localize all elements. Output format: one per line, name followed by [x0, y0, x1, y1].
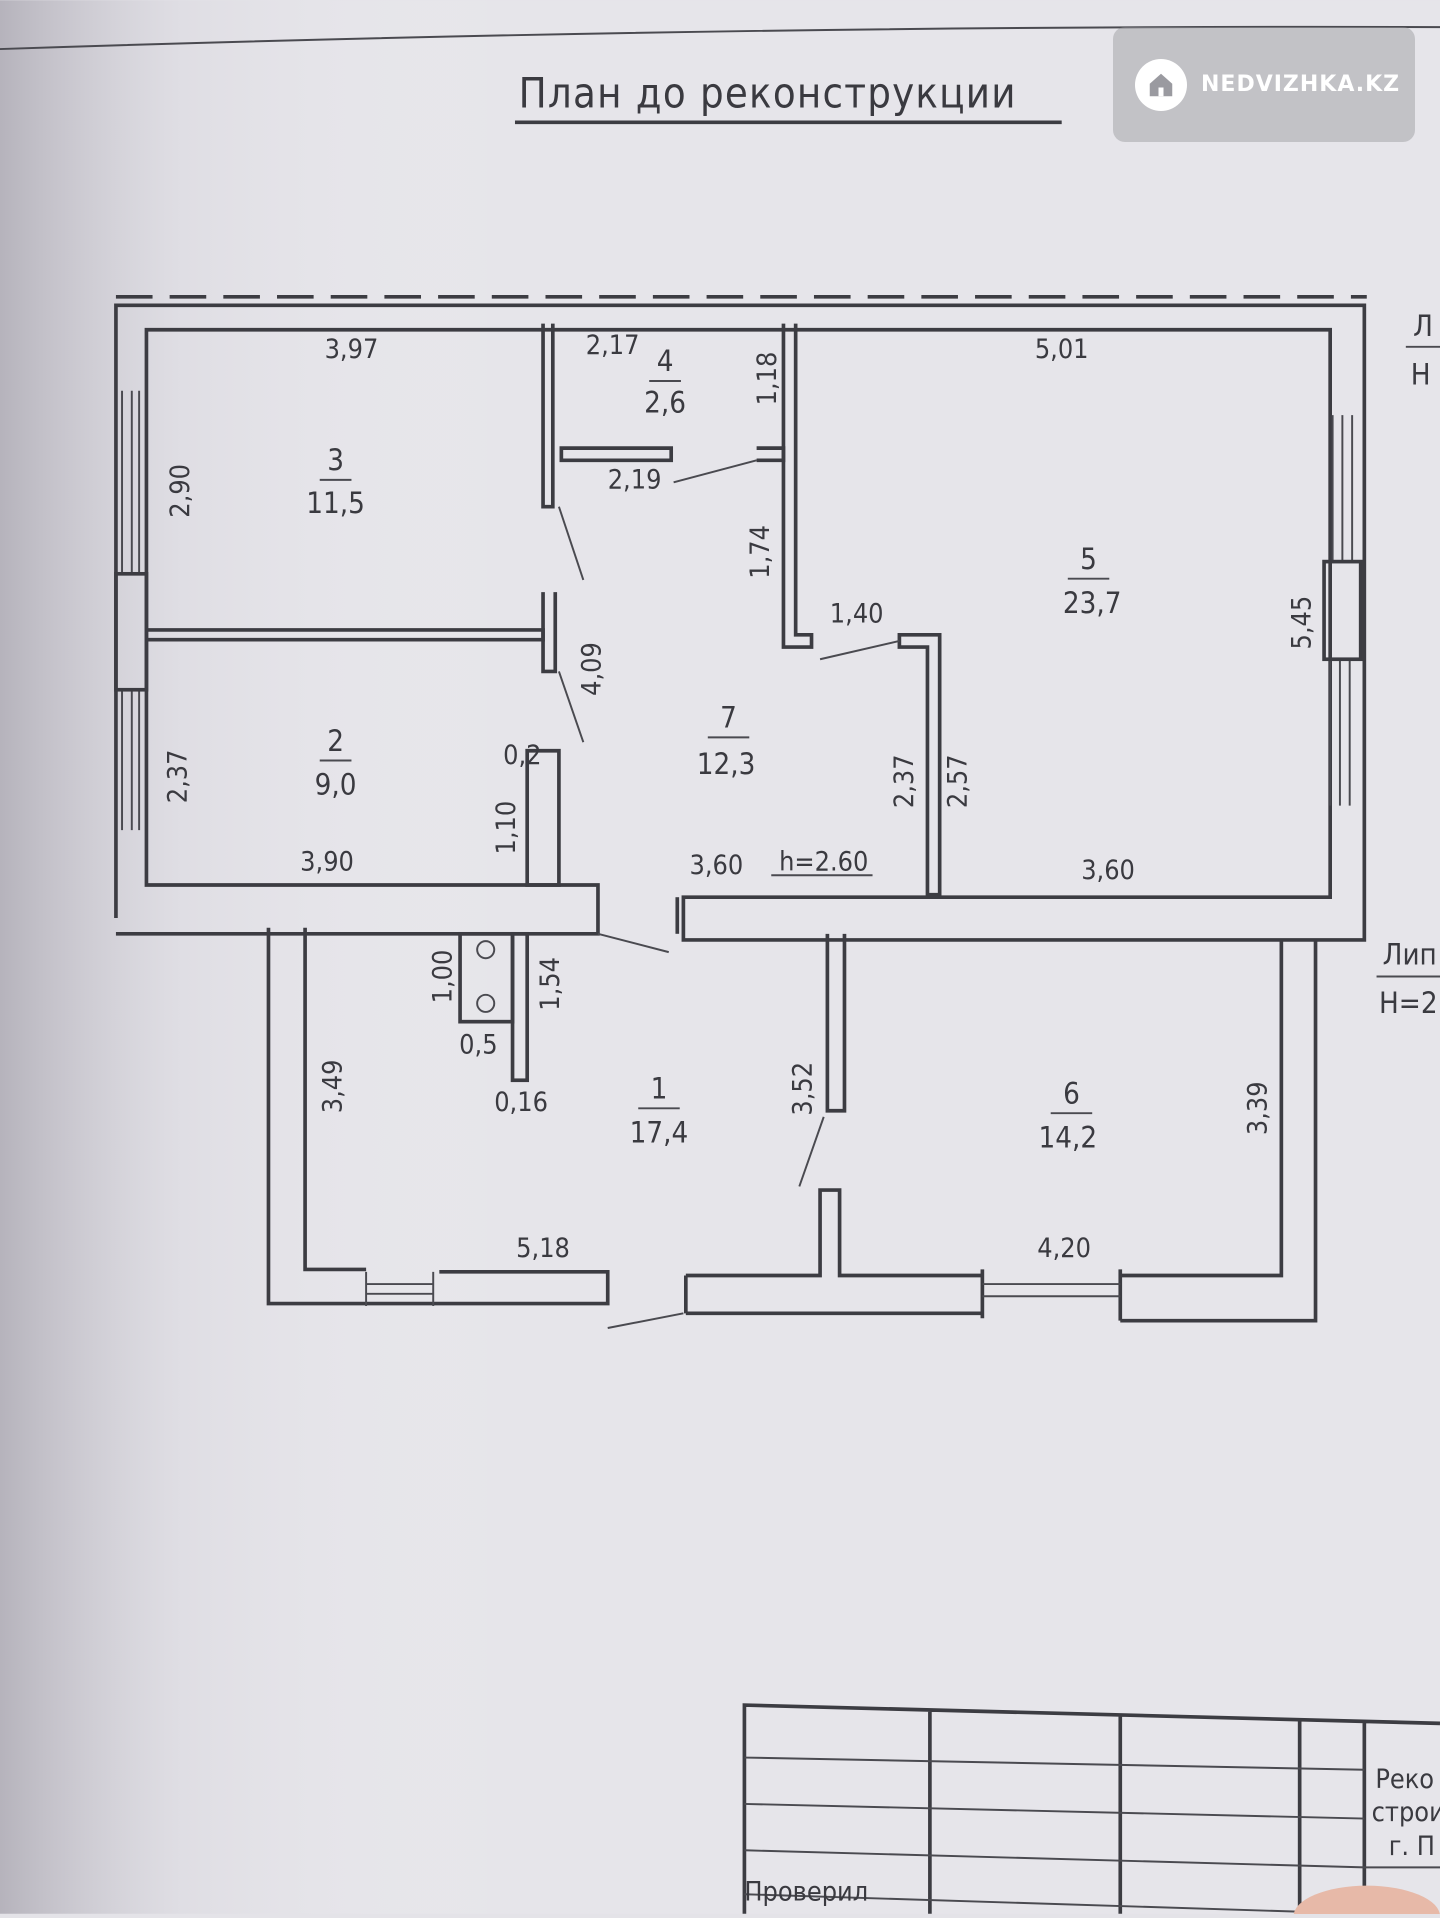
svg-text:3,60: 3,60: [689, 850, 743, 881]
svg-text:Л: Л: [1413, 309, 1433, 343]
svg-text:Реко: Реко: [1375, 1764, 1434, 1795]
svg-text:3,60: 3,60: [1081, 855, 1135, 886]
room-2: 29,0: [315, 724, 357, 802]
svg-text:Н=2: Н=2: [1379, 986, 1438, 1020]
svg-text:5,45: 5,45: [1287, 596, 1318, 650]
svg-text:3,49: 3,49: [318, 1059, 349, 1113]
svg-text:3: 3: [327, 443, 344, 477]
svg-text:5: 5: [1080, 542, 1097, 576]
svg-text:1,54: 1,54: [535, 957, 566, 1011]
svg-text:9,0: 9,0: [315, 768, 357, 802]
svg-text:Лип: Лип: [1383, 937, 1437, 971]
svg-text:11,5: 11,5: [306, 486, 365, 520]
shadow: [0, 0, 513, 1914]
watermark: NEDVIZHKA.KZ: [1113, 27, 1415, 142]
room-5: 523,7: [1063, 542, 1122, 620]
svg-text:0,16: 0,16: [494, 1087, 548, 1118]
svg-text:17,4: 17,4: [630, 1115, 689, 1149]
side-labels: Л Н Лип Н=2: [1376, 309, 1440, 1020]
svg-text:5,18: 5,18: [516, 1233, 570, 1264]
finger: [1293, 1885, 1440, 1918]
svg-text:Проверил: Проверил: [744, 1876, 868, 1907]
svg-text:3,97: 3,97: [325, 334, 379, 365]
svg-text:г. П: г. П: [1389, 1831, 1435, 1862]
svg-text:строи: строи: [1372, 1797, 1440, 1828]
walls: [114, 303, 1367, 1329]
svg-text:1: 1: [651, 1072, 668, 1106]
svg-text:3,52: 3,52: [788, 1062, 819, 1116]
svg-text:12,3: 12,3: [697, 747, 756, 781]
svg-text:4: 4: [657, 344, 674, 378]
room-labels: 311,5 42,6 523,7 712,3 29,0 117,4 614,2: [306, 344, 1121, 1154]
svg-text:1,10: 1,10: [491, 801, 522, 855]
room-1: 117,4: [630, 1072, 689, 1150]
svg-text:1,74: 1,74: [745, 525, 776, 579]
svg-text:0,5: 0,5: [459, 1029, 497, 1060]
svg-text:23,7: 23,7: [1063, 586, 1122, 620]
svg-text:1,18: 1,18: [752, 352, 783, 406]
svg-text:2,37: 2,37: [889, 754, 920, 808]
room-3: 311,5: [306, 443, 365, 520]
home-icon: [1135, 58, 1187, 111]
room-7: 712,3: [697, 701, 756, 781]
svg-text:2,17: 2,17: [586, 330, 640, 361]
svg-text:4,09: 4,09: [576, 642, 607, 696]
svg-text:14,2: 14,2: [1038, 1120, 1097, 1154]
svg-text:2,90: 2,90: [165, 464, 196, 518]
svg-text:6: 6: [1063, 1076, 1080, 1110]
title-block: Реко строи г. П Проверил: [742, 1703, 1440, 1915]
svg-text:2,6: 2,6: [644, 386, 686, 420]
watermark-text: NEDVIZHKA.KZ: [1201, 72, 1401, 97]
dimension-labels: 3,97 2,17 1,18 5,01 2,90 2,19 1,74 4,09 …: [163, 330, 1318, 1264]
svg-text:2,19: 2,19: [608, 464, 662, 495]
svg-text:0,2: 0,2: [503, 740, 541, 771]
svg-text:2,57: 2,57: [943, 754, 974, 808]
page-edge: [0, 25, 1440, 51]
svg-text:Н: Н: [1411, 358, 1431, 392]
svg-text:3,90: 3,90: [300, 846, 354, 877]
plan-title: План до реконструкции: [519, 69, 1017, 118]
svg-text:5,01: 5,01: [1035, 334, 1089, 365]
svg-text:1,00: 1,00: [428, 950, 459, 1004]
svg-text:1,40: 1,40: [830, 599, 884, 630]
svg-text:4,20: 4,20: [1037, 1233, 1091, 1264]
room-4: 42,6: [644, 344, 686, 419]
svg-text:7: 7: [720, 701, 737, 735]
ceiling-height: h=2.60: [779, 846, 868, 877]
svg-text:3,39: 3,39: [1243, 1081, 1274, 1135]
svg-text:2,37: 2,37: [163, 750, 194, 804]
svg-text:2: 2: [327, 724, 344, 758]
room-6: 614,2: [1038, 1076, 1097, 1154]
